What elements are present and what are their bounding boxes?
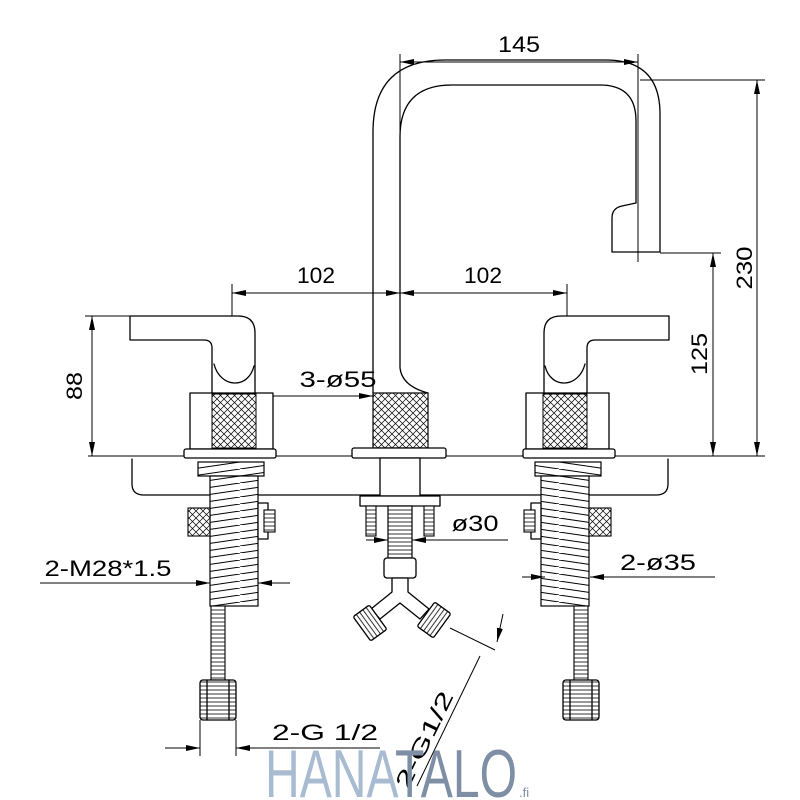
watermark-logo-text: HANATALO [265,736,517,800]
total-height-label: 230 [732,247,757,290]
spout-assembly [351,59,661,641]
hanatalo-watermark: HANATALO .fi [265,736,529,800]
spout-height-label: 125 [687,333,712,375]
left-valve-knurl [211,393,257,449]
left-valve [129,315,277,721]
valve-thread-label: 2-M28*1.5 [45,556,172,581]
spout-nut [383,557,417,579]
right-valve [522,315,670,721]
handle-height-label: 88 [62,372,87,400]
y-connector-body [370,577,430,620]
spout-shank [387,505,413,559]
left-fitting-flats [206,679,230,721]
deck [88,455,765,496]
y-connector-left-fitting [353,605,387,641]
mounting-bolt-right [423,505,435,537]
left-hose [210,605,226,681]
hose-connection-label: 2-G 1/2 [272,720,378,745]
left-nut-bolt [263,509,276,533]
y-connector-right-fitting [417,602,451,638]
spout-outer-contour [372,59,661,394]
right-spacing-label: 102 [464,263,502,288]
left-valve-flange [183,448,277,459]
watermark-hana: HANA [265,736,399,800]
spout-reach-label: 145 [498,32,540,57]
left-valve-collar [197,461,265,477]
spout-flange [351,447,447,459]
left-handle-lever [129,315,256,394]
left-threaded-shank [209,475,259,607]
valve-shank-diameter-label: 2-ø35 [620,550,696,575]
spout-lower-tube [379,457,421,497]
center-shank-diameter-label: ø30 [452,511,499,536]
outlet-connection-leader [416,655,481,787]
spout-inner-contour [399,84,637,394]
body-diameter-label: 3-ø55 [300,367,377,392]
left-spacing-label: 102 [297,263,335,288]
watermark-talo: TALO [395,736,517,800]
outlet-connection-extension [449,627,496,651]
left-handle-grip-curve [213,363,255,384]
watermark-domain-suffix: .fi [519,785,529,800]
mounting-bolt-left [365,505,377,537]
mounting-plate [359,495,441,507]
spout-knurl-body [372,392,429,449]
left-lock-nut-knurl [187,507,211,537]
outlet-connection-arrow [496,613,504,643]
left-hose-fitting [199,679,237,721]
